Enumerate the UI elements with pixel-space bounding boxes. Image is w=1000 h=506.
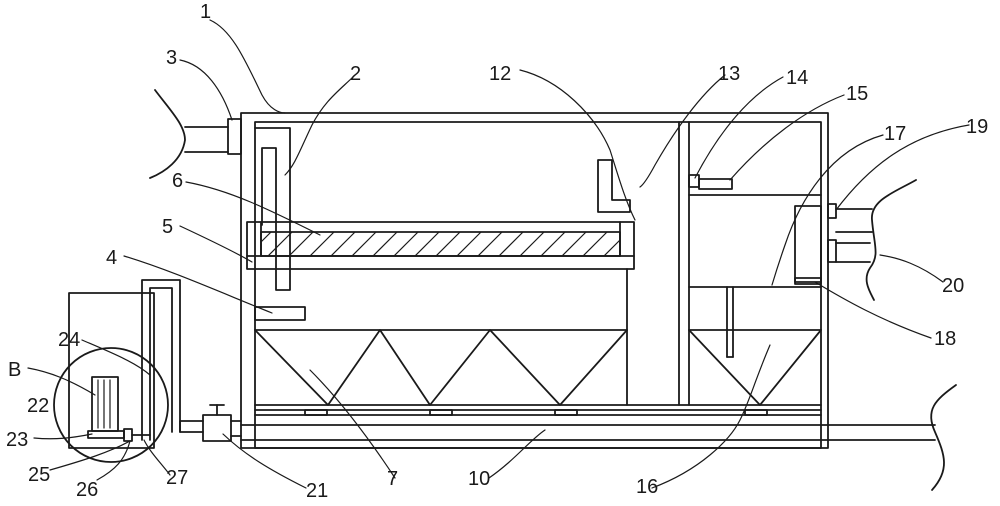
hatch-line [456,231,482,257]
label-23: 23 [6,429,28,451]
label-3: 3 [166,47,177,69]
filter-hatching [260,231,621,257]
label-13: 13 [718,63,740,85]
label-7: 7 [387,468,398,490]
outlet-assembly [794,179,917,301]
label-1: 1 [200,1,211,23]
label-12: 12 [489,63,511,85]
detail-b [53,347,169,463]
label-27: 27 [166,467,188,489]
hatch-line [309,231,335,257]
return-pipe [141,279,181,441]
hatch-line [582,231,608,257]
hatch-line [519,231,545,257]
label-2: 2 [350,63,361,85]
label-21: 21 [306,480,328,502]
hatch-line [414,231,440,257]
hatch-line [288,231,314,257]
hatch-line [330,231,356,257]
label-14: 14 [786,67,808,89]
main-tank [240,112,829,449]
label-6: 6 [172,170,183,192]
label-20: 20 [942,275,964,297]
label-24: 24 [58,329,80,351]
labels: 1 2 3 4 5 6 7 10 12 13 14 15 16 17 18 19… [6,1,988,502]
label-17: 17 [884,123,906,145]
filter-tray [246,221,635,270]
label-4: 4 [106,247,117,269]
deflector [597,159,631,213]
hatch-line [351,231,377,257]
label-10: 10 [468,468,490,490]
inlet-pipe [149,89,242,179]
hatch-line [477,231,503,257]
vertical-partition [626,121,690,406]
bottom-pipe [240,384,957,491]
leader-lines [27,19,970,489]
hatch-line [498,231,524,257]
pump-housing [68,292,155,449]
label-16: 16 [636,476,658,498]
hatch-line [372,231,398,257]
label-b: B [8,359,21,381]
label-22: 22 [27,395,49,417]
label-19: 19 [966,116,988,138]
label-25: 25 [28,464,50,486]
hatch-line [561,231,587,257]
right-chamber [688,174,822,358]
hatch-line [540,231,566,257]
label-26: 26 [76,479,98,501]
hatch-line [603,239,621,257]
label-5: 5 [162,216,173,238]
hatch-line [260,231,272,243]
valve [179,404,242,442]
sludge-hoppers [254,329,822,406]
label-15: 15 [846,83,868,105]
hatch-line [435,231,461,257]
hatch-line [393,231,419,257]
inner-pipe [254,127,291,291]
label-18: 18 [934,328,956,350]
baffle-plate [254,306,306,321]
hatch-line [267,231,293,257]
